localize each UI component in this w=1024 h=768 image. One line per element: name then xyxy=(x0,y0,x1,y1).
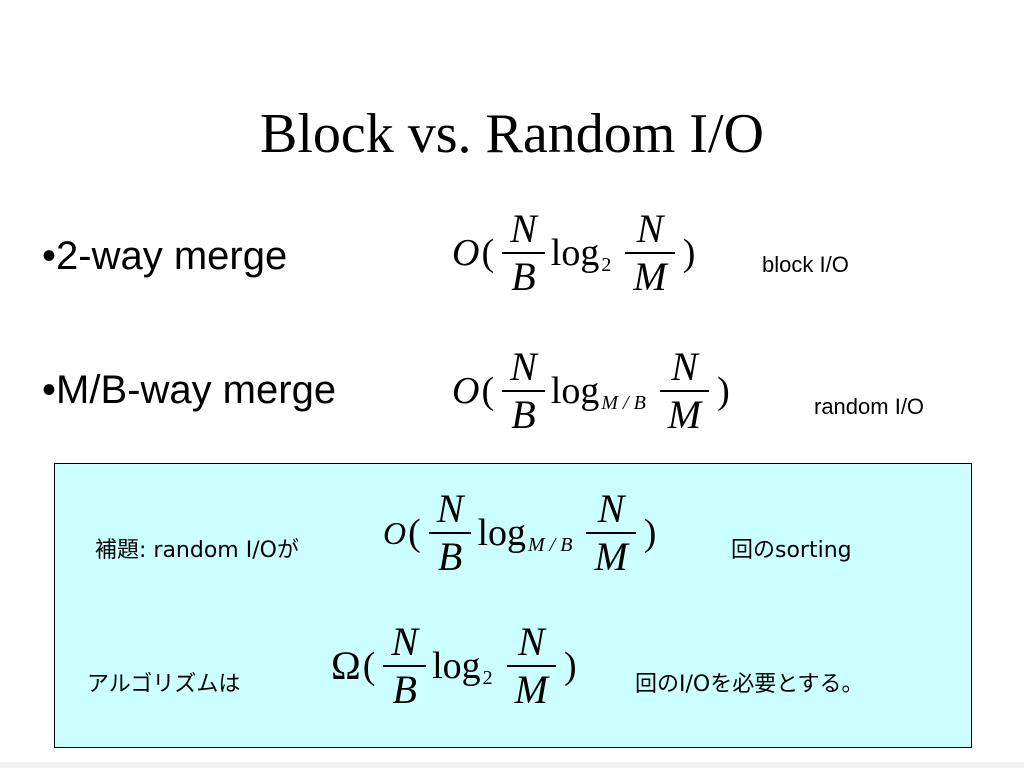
numerator: N xyxy=(671,344,698,389)
fraction-n-over-b: N B xyxy=(428,486,472,580)
fraction-bar xyxy=(506,665,556,667)
log-base: M / B xyxy=(601,391,646,414)
open-paren: ( xyxy=(362,645,376,687)
close-paren: ) xyxy=(563,645,577,687)
big-o: O xyxy=(383,515,407,551)
numerator: N xyxy=(510,344,537,389)
log-base: M / B xyxy=(528,533,573,556)
fraction-bar xyxy=(659,390,710,392)
bullet-2way-merge: •2-way merge xyxy=(42,234,288,278)
bottom-rule xyxy=(0,762,1024,768)
log-operator: log xyxy=(550,232,600,274)
numerator: N xyxy=(636,206,664,251)
lemma-box: 補題: random I/Oが O ( N B log M / B N M ) … xyxy=(54,463,972,748)
bullet-mb-way-merge: •M/B-way merge xyxy=(42,368,337,412)
denominator: B xyxy=(392,667,417,712)
fraction-bar xyxy=(502,390,545,392)
fraction-n-over-m: N M xyxy=(659,344,710,438)
algo-prefix: アルゴリズムは xyxy=(87,672,241,697)
big-o: O xyxy=(452,232,480,274)
fraction-n-over-m: N M xyxy=(625,206,675,300)
numerator: N xyxy=(391,619,419,664)
note-block-io: block I/O xyxy=(762,252,849,277)
denominator: B xyxy=(511,254,536,299)
fraction-bar xyxy=(383,665,427,667)
lemma-prefix: 補題: random I/Oが xyxy=(95,538,299,563)
close-paren: ) xyxy=(717,370,730,412)
formula-mb-way: O ( N B log M / B N M ) xyxy=(452,344,732,438)
denominator: B xyxy=(437,534,463,579)
denominator: M xyxy=(514,667,548,712)
algo-suffix: 回のI/Oを必要とする。 xyxy=(635,672,864,697)
log-operator: log xyxy=(550,370,600,412)
lemma-suffix: 回のsorting xyxy=(731,538,852,563)
denominator: M xyxy=(594,534,628,579)
fraction-n-over-b: N B xyxy=(383,619,427,713)
fraction-bar xyxy=(586,532,636,534)
log-base: 2 xyxy=(482,666,493,689)
omega-symbol: Ω xyxy=(331,643,361,688)
lower-bound-formula: Ω ( N B log 2 N M ) xyxy=(331,619,579,713)
log-base: 2 xyxy=(601,253,612,276)
fraction-n-over-m: N M xyxy=(506,619,556,713)
lemma-formula: O ( N B log M / B N M ) xyxy=(383,486,658,580)
fraction-bar xyxy=(502,252,545,254)
fraction-n-over-b: N B xyxy=(502,344,545,438)
close-paren: ) xyxy=(682,232,696,274)
open-paren: ( xyxy=(481,370,495,412)
formula-2way: O ( N B log 2 N M ) xyxy=(452,206,697,300)
slide-title: Block vs. Random I/O xyxy=(260,103,764,165)
numerator: N xyxy=(436,486,464,531)
open-paren: ( xyxy=(408,512,421,554)
denominator: M xyxy=(633,254,667,299)
fraction-n-over-m: N M xyxy=(586,486,636,580)
denominator: M xyxy=(667,392,702,437)
numerator: N xyxy=(510,206,537,251)
note-random-io: random I/O xyxy=(814,394,925,419)
fraction-bar xyxy=(625,252,675,254)
log-operator: log xyxy=(432,645,481,687)
fraction-bar xyxy=(428,532,472,534)
numerator: N xyxy=(517,619,545,664)
close-paren: ) xyxy=(643,512,657,554)
numerator: N xyxy=(597,486,625,531)
open-paren: ( xyxy=(481,232,495,274)
log-operator: log xyxy=(477,512,527,554)
denominator: B xyxy=(511,392,536,437)
big-o: O xyxy=(452,370,480,412)
fraction-n-over-b: N B xyxy=(502,206,545,300)
